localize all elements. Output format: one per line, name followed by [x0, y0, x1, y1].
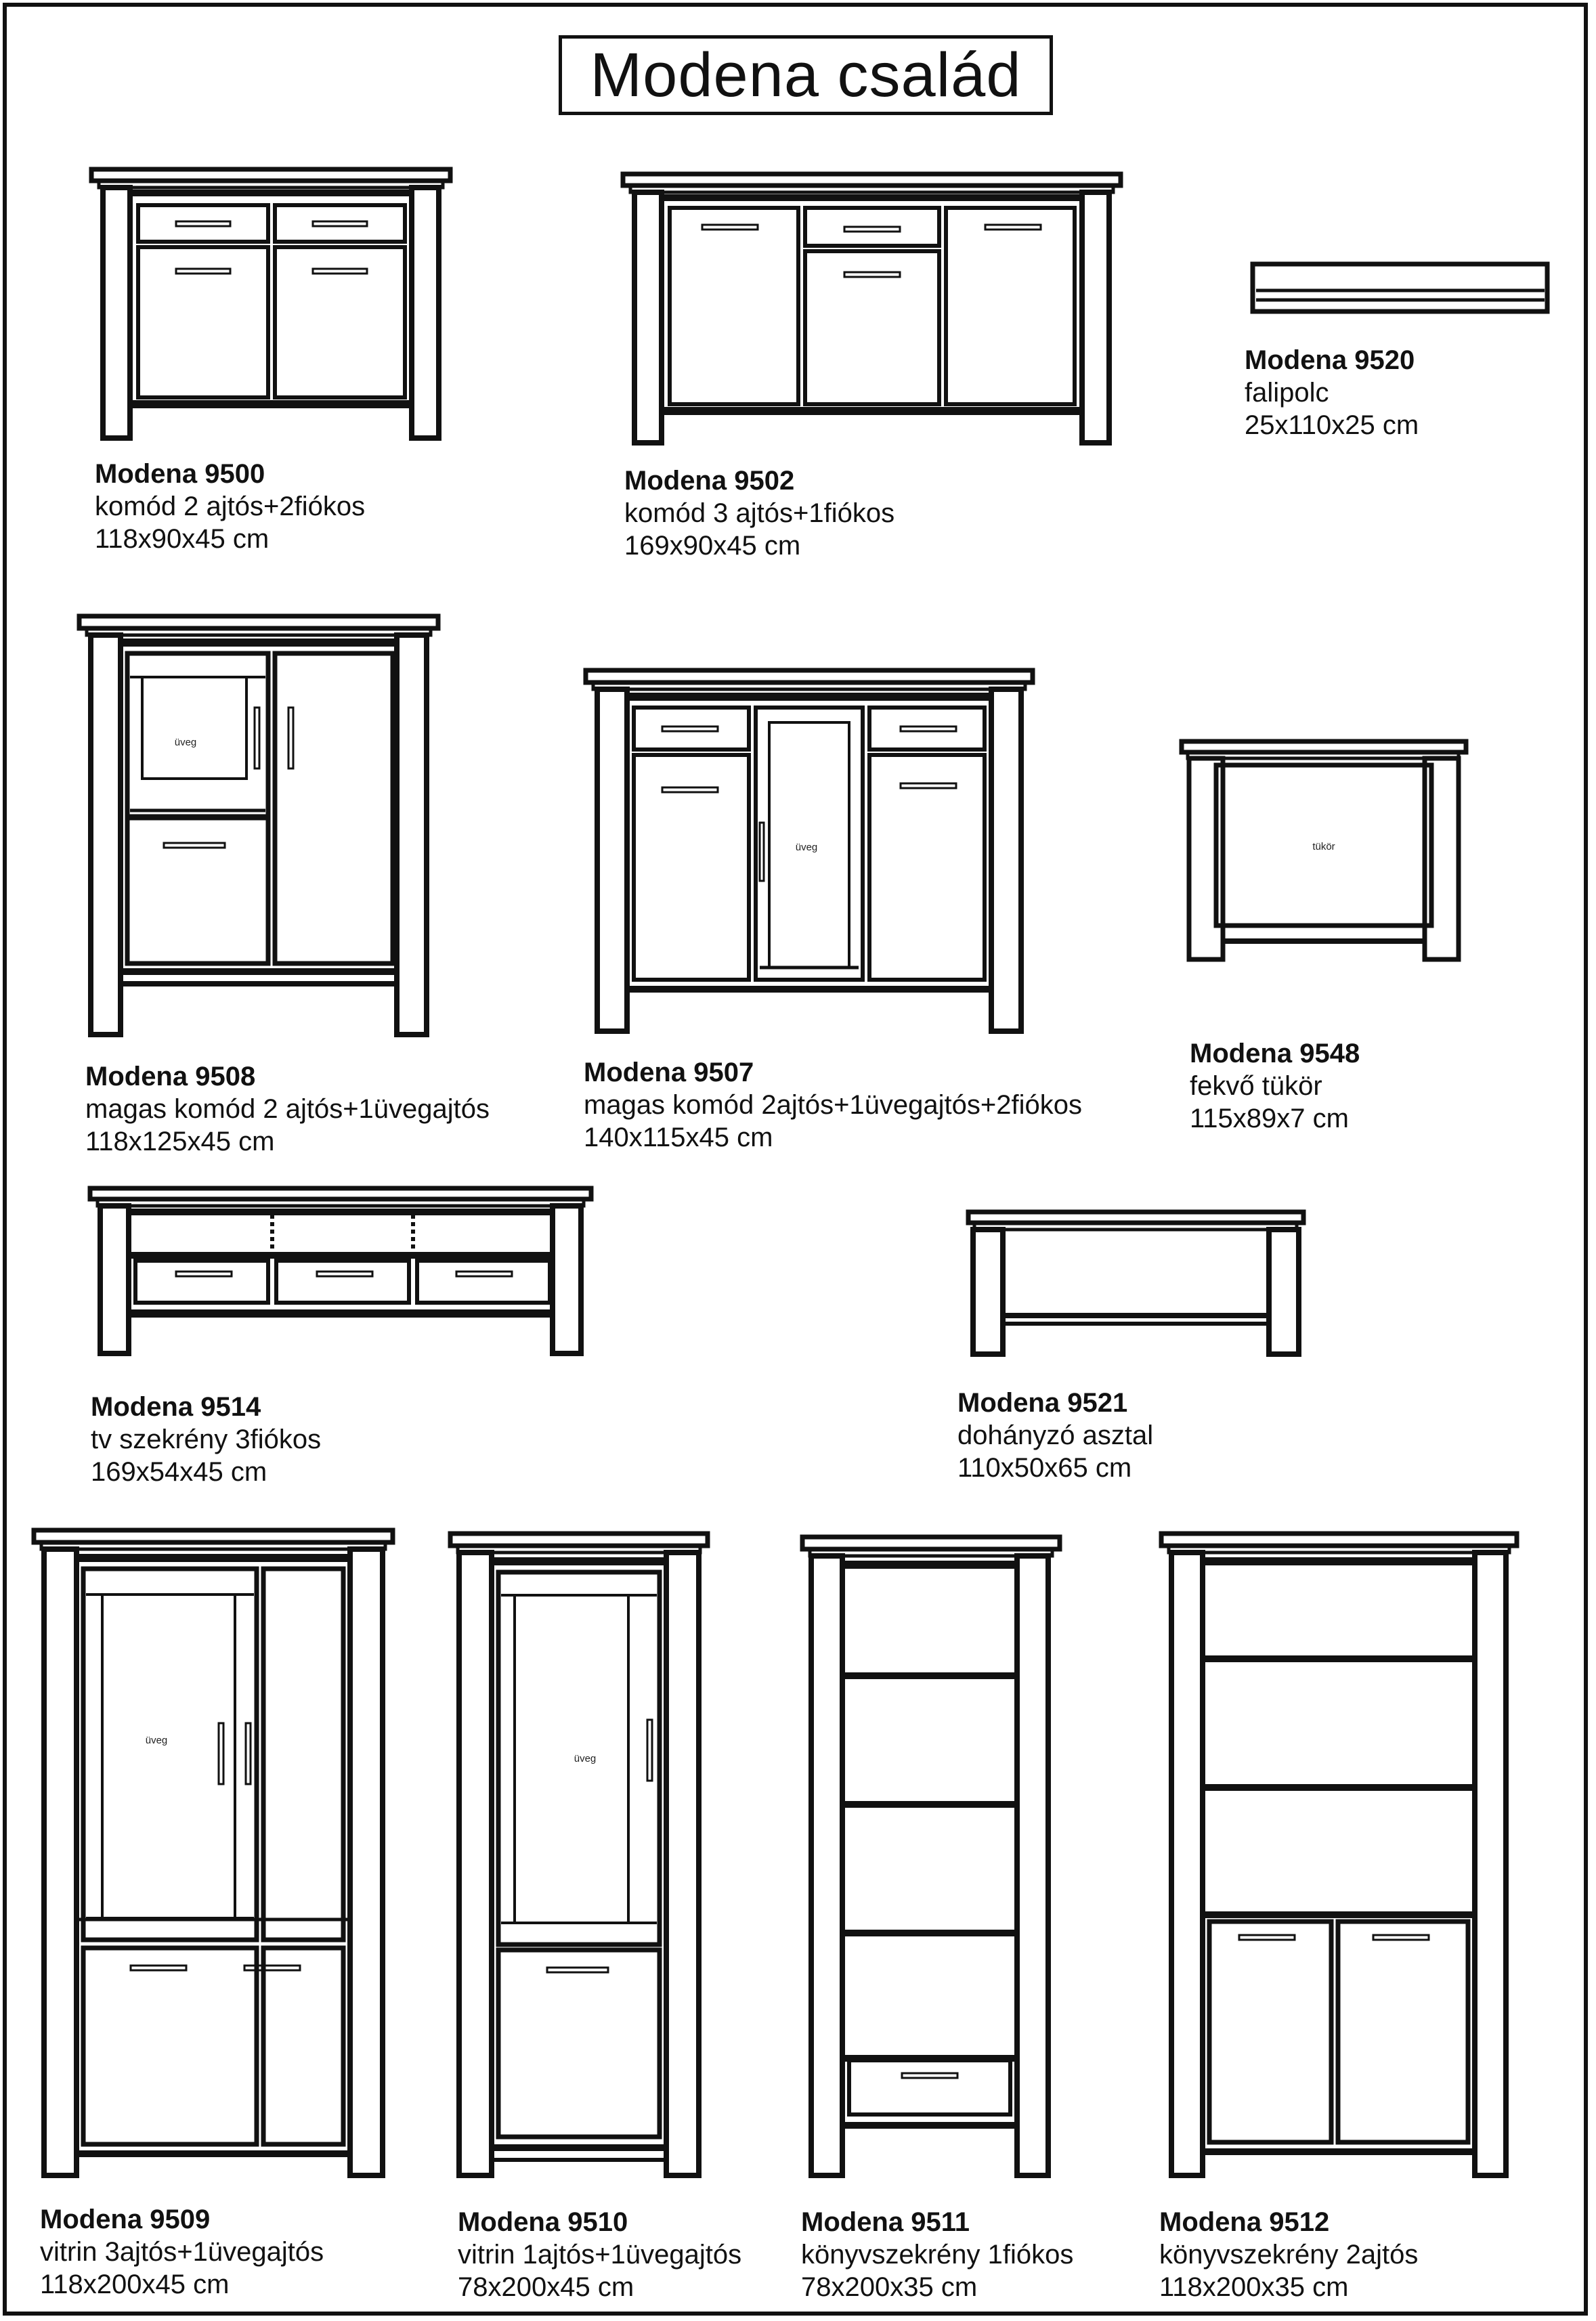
label-9502: Modena 9502 komód 3 ajtós+1fiókos 169x90… — [624, 464, 894, 562]
product-desc: komód 2 ajtós+2fiókos — [95, 492, 366, 521]
drawing-9502 — [620, 171, 1123, 446]
product-name: Modena 9507 — [584, 1058, 754, 1087]
drawing-9520 — [1250, 261, 1550, 314]
product-size: 169x54x45 cm — [91, 1457, 267, 1487]
product-size: 169x90x45 cm — [624, 531, 801, 561]
product-desc: könyvszekrény 1fiókos — [801, 2240, 1074, 2270]
drawing-9508: üveg — [77, 613, 441, 1037]
product-size: 78x200x45 cm — [458, 2272, 634, 2302]
label-9514: Modena 9514 tv szekrény 3fiókos 169x54x4… — [91, 1391, 321, 1488]
label-9521: Modena 9521 dohányzó asztal 110x50x65 cm — [957, 1387, 1153, 1484]
drawing-9510: üveg — [448, 1531, 710, 2178]
product-size: 118x200x35 cm — [1159, 2272, 1349, 2302]
label-9508: Modena 9508 magas komód 2 ajtós+1üvegajt… — [85, 1060, 490, 1158]
product-desc: vitrin 3ajtós+1üvegajtós — [40, 2237, 324, 2267]
drawing-9507: üveg — [583, 668, 1035, 1034]
product-desc: tv szekrény 3fiókos — [91, 1425, 322, 1454]
page-title: Modena család — [590, 40, 1022, 110]
product-name: Modena 9512 — [1159, 2207, 1330, 2237]
product-desc: fekvő tükör — [1190, 1071, 1322, 1101]
product-name: Modena 9500 — [95, 459, 265, 489]
product-desc: könyvszekrény 2ajtós — [1159, 2240, 1419, 2270]
product-size: 118x200x45 cm — [40, 2270, 230, 2299]
page-border — [3, 3, 1588, 2316]
title-box: Modena család — [559, 35, 1053, 115]
drawing-9514 — [87, 1186, 594, 1356]
label-9510: Modena 9510 vitrin 1ajtós+1üvegajtós 78x… — [458, 2206, 741, 2303]
product-name: Modena 9502 — [624, 466, 795, 496]
product-desc: dohányzó asztal — [957, 1420, 1154, 1450]
drawing-9500 — [89, 167, 453, 441]
glass-annotation: üveg — [146, 1735, 168, 1746]
mirror-annotation: tükör — [1312, 841, 1335, 852]
label-9500: Modena 9500 komód 2 ajtós+2fiókos 118x90… — [95, 458, 365, 555]
product-size: 115x89x7 cm — [1190, 1104, 1349, 1133]
product-name: Modena 9548 — [1190, 1039, 1360, 1068]
product-desc: vitrin 1ajtós+1üvegajtós — [458, 2240, 742, 2270]
product-name: Modena 9509 — [40, 2205, 211, 2234]
product-desc: komód 3 ajtós+1fiókos — [624, 498, 895, 528]
label-9548: Modena 9548 fekvő tükör 115x89x7 cm — [1190, 1037, 1360, 1135]
glass-annotation: üveg — [796, 842, 818, 853]
product-desc: magas komód 2 ajtós+1üvegajtós — [85, 1094, 490, 1124]
product-size: 25x110x25 cm — [1245, 410, 1419, 440]
drawing-9548: tükör — [1179, 739, 1469, 962]
label-9520: Modena 9520 falipolc 25x110x25 cm — [1245, 344, 1419, 441]
product-name: Modena 9520 — [1245, 345, 1415, 375]
product-size: 140x115x45 cm — [584, 1123, 773, 1152]
product-desc: falipolc — [1245, 378, 1329, 408]
drawing-9509: üveg — [31, 1527, 395, 2178]
product-name: Modena 9508 — [85, 1062, 256, 1091]
drawing-9521 — [966, 1209, 1306, 1357]
product-name: Modena 9511 — [801, 2207, 970, 2237]
drawing-9511 — [800, 1534, 1062, 2178]
product-name: Modena 9514 — [91, 1392, 261, 1422]
label-9507: Modena 9507 magas komód 2ajtós+1üvegajtó… — [584, 1056, 1082, 1154]
label-9509: Modena 9509 vitrin 3ajtós+1üvegajtós 118… — [40, 2203, 324, 2301]
product-name: Modena 9521 — [957, 1388, 1128, 1418]
glass-annotation: üveg — [175, 737, 197, 748]
product-size: 78x200x35 cm — [801, 2272, 978, 2302]
drawing-9512 — [1159, 1531, 1519, 2178]
product-size: 118x90x45 cm — [95, 524, 269, 554]
product-desc: magas komód 2ajtós+1üvegajtós+2fiókos — [584, 1090, 1083, 1120]
label-9512: Modena 9512 könyvszekrény 2ajtós 118x200… — [1159, 2206, 1418, 2303]
product-size: 118x125x45 cm — [85, 1127, 275, 1156]
label-9511: Modena 9511 könyvszekrény 1fiókos 78x200… — [801, 2206, 1073, 2303]
glass-annotation: üveg — [574, 1753, 597, 1764]
product-size: 110x50x65 cm — [957, 1453, 1132, 1483]
product-name: Modena 9510 — [458, 2207, 628, 2237]
